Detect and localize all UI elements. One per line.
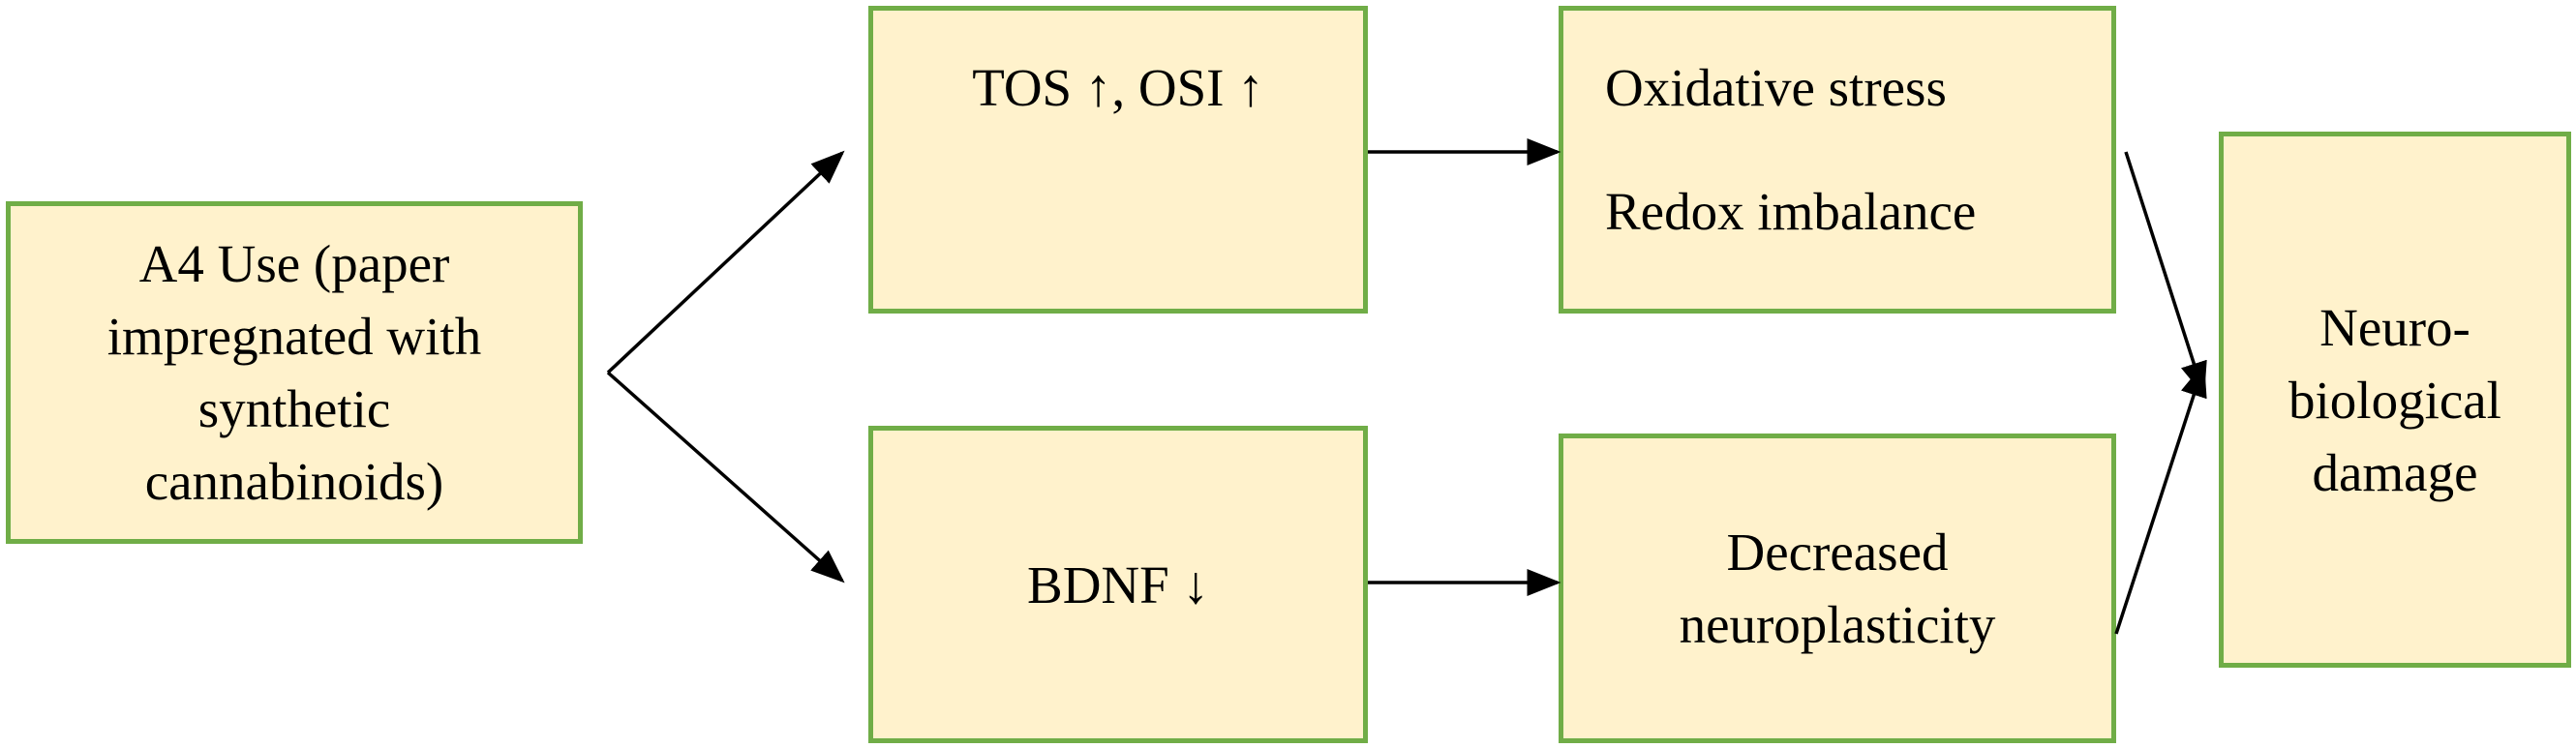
node-a4-use-line-4: cannabinoids): [144, 452, 444, 511]
node-damage-line-2: biological: [2288, 370, 2501, 430]
node-neuroplasticity-line-2: neuroplasticity: [1679, 595, 1996, 654]
node-oxidative-stress-line-2: Redox imbalance: [1605, 182, 1977, 241]
arrow-oxidative-to-damage: [2124, 151, 2207, 397]
node-a4-use-line-2: impregnated with: [106, 307, 482, 366]
node-tos-osi-line-1: TOS ↑, OSI ↑: [972, 58, 1264, 117]
node-oxidative-stress: Oxidative stress Redox imbalance: [1559, 6, 2116, 314]
node-bdnf-line-1: BDNF ↓: [1027, 554, 1209, 614]
arrow-neuroplasticity-to-damage: [2114, 362, 2207, 635]
node-neuroplasticity-line-1: Decreased: [1726, 523, 1949, 582]
node-damage-line-1: Neuro-: [2319, 297, 2470, 357]
arrow-start-to-tos: [606, 150, 845, 374]
node-tos-osi: TOS ↑, OSI ↑: [868, 6, 1368, 314]
node-decreased-neuroplasticity: Decreased neuroplasticity: [1559, 434, 2116, 743]
node-neurobiological-damage: Neuro- biological damage: [2219, 132, 2571, 668]
node-a4-use-line-1: A4 Use (paper: [138, 234, 450, 293]
node-oxidative-stress-line-1: Oxidative stress: [1605, 58, 1947, 117]
node-a4-use-line-3: synthetic: [197, 379, 391, 438]
node-bdnf: BDNF ↓: [868, 426, 1368, 743]
arrow-start-to-bdnf: [606, 371, 845, 583]
node-a4-use: A4 Use (paper impregnated with synthetic…: [6, 201, 583, 544]
node-damage-line-3: damage: [2312, 442, 2478, 502]
